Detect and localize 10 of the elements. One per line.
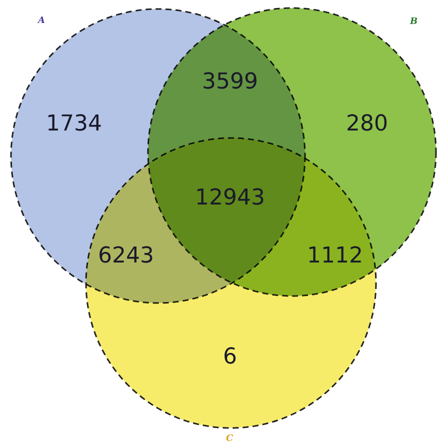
region-count: 280 bbox=[346, 112, 388, 136]
region-count: 6243 bbox=[98, 244, 154, 268]
set-label: B bbox=[410, 17, 418, 27]
region-count: 12943 bbox=[195, 186, 265, 210]
set-label: C bbox=[226, 434, 234, 444]
region-count: 3599 bbox=[202, 70, 258, 94]
region-count: 1734 bbox=[46, 112, 102, 136]
region-count: 6 bbox=[223, 344, 237, 370]
region-count: 1112 bbox=[307, 244, 363, 268]
set-label: A bbox=[38, 16, 45, 26]
